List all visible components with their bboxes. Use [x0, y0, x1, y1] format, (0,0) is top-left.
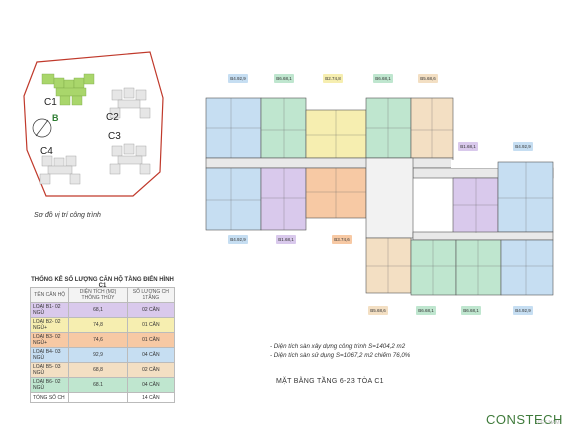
site-label-c2: C2 — [106, 112, 119, 123]
row-name: LOẠI B6- 02 NGỦ — [29, 377, 70, 393]
unit-tag: B4.92,9 — [228, 74, 248, 83]
row-area: 92,9 — [68, 347, 128, 363]
table-row: LOẠI B2- 02 NGỦ+ 74,8 01 CĂN — [29, 317, 176, 333]
brand-sub: VIET NAM — [536, 420, 560, 426]
total-label: TỔNG SỐ CH — [29, 392, 70, 403]
site-plan-drawing — [23, 51, 164, 197]
unit-tag: B6.68,1 — [274, 74, 294, 83]
row-name: LOẠI B5- 03 NGỦ — [29, 362, 70, 378]
total-count: 14 CĂN — [126, 392, 176, 403]
row-count: 04 CĂN — [126, 377, 176, 393]
site-plan: C1 B C2 C3 C4 Sơ đồ vị trí công trình — [0, 0, 180, 230]
building-c1-shape — [41, 73, 95, 106]
floor-plan — [205, 97, 554, 296]
building-c3-shape — [109, 143, 151, 175]
site-plan-caption: Sơ đồ vị trí công trình — [34, 212, 101, 219]
area-notes: - Diện tích sàn xây dựng công trình S=14… — [270, 342, 410, 360]
unit-tag: B3.74,6 — [332, 235, 352, 244]
row-count: 04 CĂN — [126, 347, 176, 363]
unit-tag: B4.92,9 — [513, 306, 533, 315]
row-count: 02 CĂN — [126, 362, 176, 378]
stats-table: TÊN CĂN HỘ DIỆN TÍCH (M2) THÔNG THỦY SỐ … — [29, 287, 176, 403]
floor-plan-units — [205, 97, 554, 296]
row-area: 74,8 — [68, 317, 128, 333]
row-area: 68,8 — [68, 362, 128, 378]
unit-tag: B5.68,6 — [418, 74, 438, 83]
site-boundary — [23, 51, 164, 197]
header-area: DIỆN TÍCH (M2) THÔNG THỦY — [68, 287, 128, 303]
row-area: 68,1 — [68, 302, 128, 318]
unit-tag: B5.68,6 — [368, 306, 388, 315]
stats-table-header: TÊN CĂN HỘ DIỆN TÍCH (M2) THÔNG THỦY SỐ … — [29, 287, 176, 303]
site-label-c1: C1 — [44, 97, 57, 108]
table-row: LOẠI B3- 02 NGỦ+ 74,6 01 CĂN — [29, 332, 176, 348]
site-label-direction: B — [52, 113, 59, 123]
note-line: - Diện tích sàn sử dụng S=1067,2 m2 chiế… — [270, 352, 411, 359]
row-area: 68.1 — [68, 377, 128, 393]
unit-tag: B4.92,9 — [513, 142, 533, 151]
unit-tag: B4.92,9 — [228, 235, 248, 244]
row-count: 02 CĂN — [126, 302, 176, 318]
building-c2-shape — [109, 87, 151, 119]
compass-icon — [32, 118, 52, 138]
note-line: - Diện tích sàn xây dựng công trình S=14… — [270, 343, 406, 350]
stats-table-title: THỐNG KÊ SỐ LƯỢNG CĂN HỘ TẦNG ĐIỂN HÌNH … — [31, 277, 174, 289]
site-label-c3: C3 — [108, 131, 121, 142]
table-total-row: TỔNG SỐ CH 14 CĂN — [29, 392, 176, 403]
floor-plan-walls — [206, 98, 553, 295]
row-name: LOẠI B1- 02 NGỦ — [29, 302, 70, 318]
building-c4-shape — [39, 155, 81, 185]
header-name: TÊN CĂN HỘ — [29, 287, 70, 303]
brand-logo: CONSTECH — [486, 412, 563, 427]
row-name: LOẠI B4- 03 NGỦ — [29, 347, 70, 363]
floor-plan-title: MẶT BẰNG TẦNG 6-23 TÒA C1 — [276, 378, 384, 385]
row-area: 74,6 — [68, 332, 128, 348]
table-row: LOẠI B4- 03 NGỦ 92,9 04 CĂN — [29, 347, 176, 363]
unit-tag: B2.74,8 — [323, 74, 343, 83]
header-count: SỐ LƯỢNG CH 1TẦNG — [126, 287, 176, 303]
unit-tag: B6.68,1 — [461, 306, 481, 315]
row-count: 01 CĂN — [126, 332, 176, 348]
unit-tag: B6.68,1 — [373, 74, 393, 83]
unit-tag: B1.68,1 — [458, 142, 478, 151]
unit-tag: B6.68,1 — [416, 306, 436, 315]
row-count: 01 CĂN — [126, 317, 176, 333]
row-name: LOẠI B2- 02 NGỦ+ — [29, 317, 70, 333]
unit-tag: B1.68,1 — [276, 235, 296, 244]
site-label-c4: C4 — [40, 146, 53, 157]
table-row: LOẠI B1- 02 NGỦ 68,1 02 CĂN — [29, 302, 176, 318]
table-row: LOẠI B5- 03 NGỦ 68,8 02 CĂN — [29, 362, 176, 378]
row-name: LOẠI B3- 02 NGỦ+ — [29, 332, 70, 348]
table-row: LOẠI B6- 02 NGỦ 68.1 04 CĂN — [29, 377, 176, 393]
